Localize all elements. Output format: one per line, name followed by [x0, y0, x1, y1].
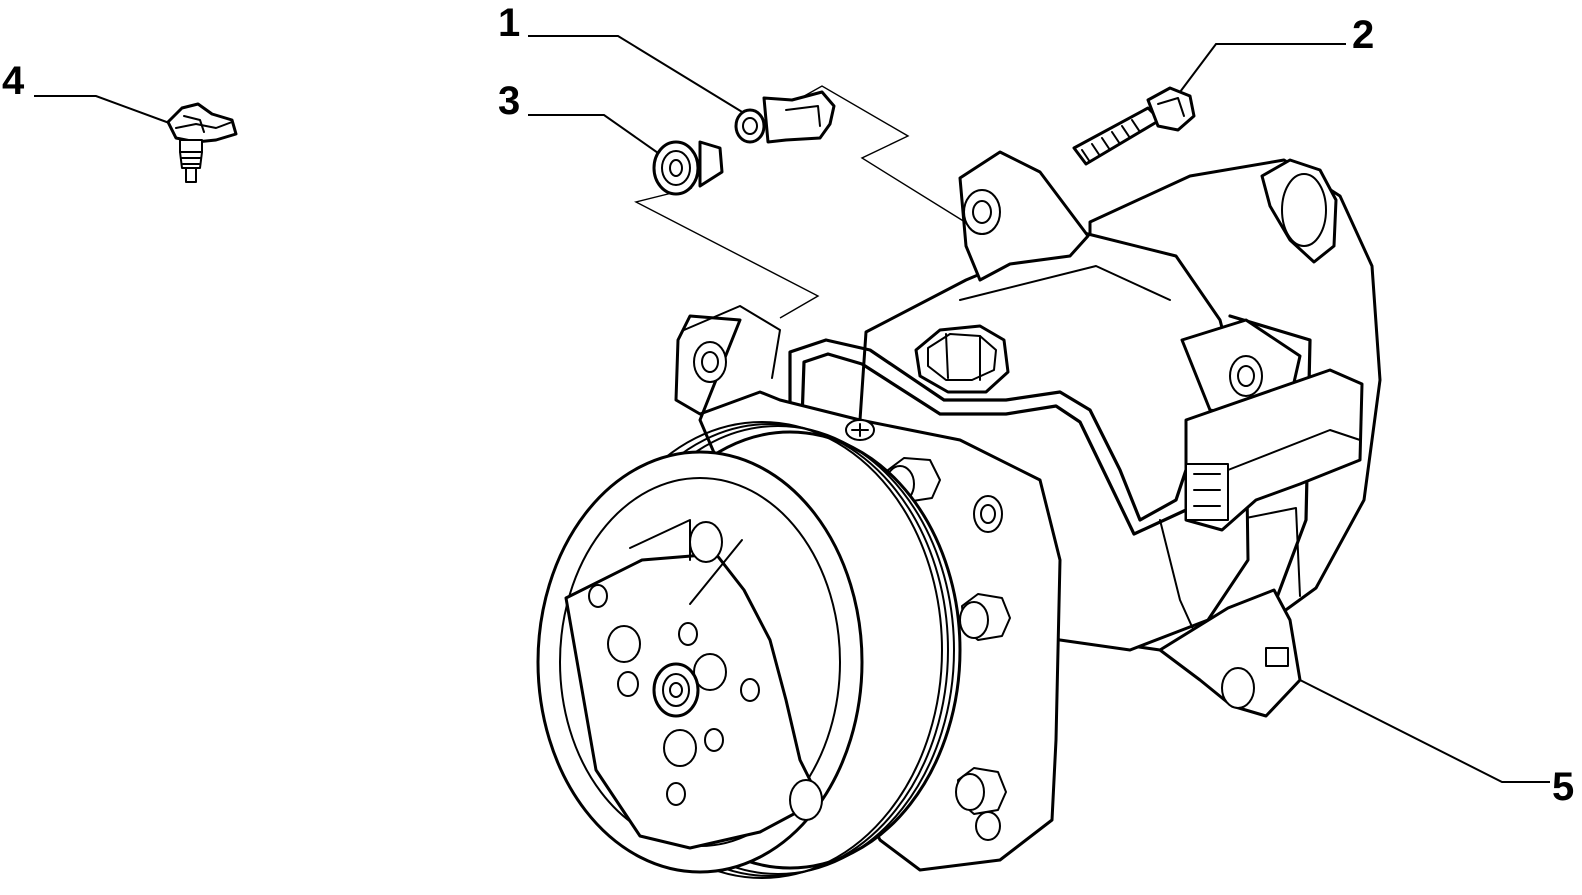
leader-line-1 [1299, 679, 1550, 783]
part-2-bolt [1072, 86, 1196, 166]
part-3-grommet [652, 140, 724, 196]
leader-line-2 [1179, 43, 1346, 93]
clutch-plate [564, 519, 823, 850]
part-5-bracket [734, 90, 836, 144]
assembly-guide-line-3 [634, 187, 820, 319]
part-1-compressor [536, 150, 1382, 879]
leader-line-4 [34, 95, 173, 125]
assembly-guide-line-5 [789, 85, 966, 223]
head-bolt [959, 593, 1011, 641]
callout-label-2: 2 [1352, 13, 1374, 57]
leader-line-5 [528, 35, 753, 119]
callout-label-3: 3 [498, 79, 520, 123]
callout-label-1: 5 [1552, 765, 1574, 809]
callout-label-4: 4 [2, 59, 25, 103]
head-bolt [955, 767, 1007, 815]
part-4-clip [166, 102, 238, 183]
callout-label-5: 1 [498, 1, 520, 45]
leader-line-3 [528, 114, 669, 161]
